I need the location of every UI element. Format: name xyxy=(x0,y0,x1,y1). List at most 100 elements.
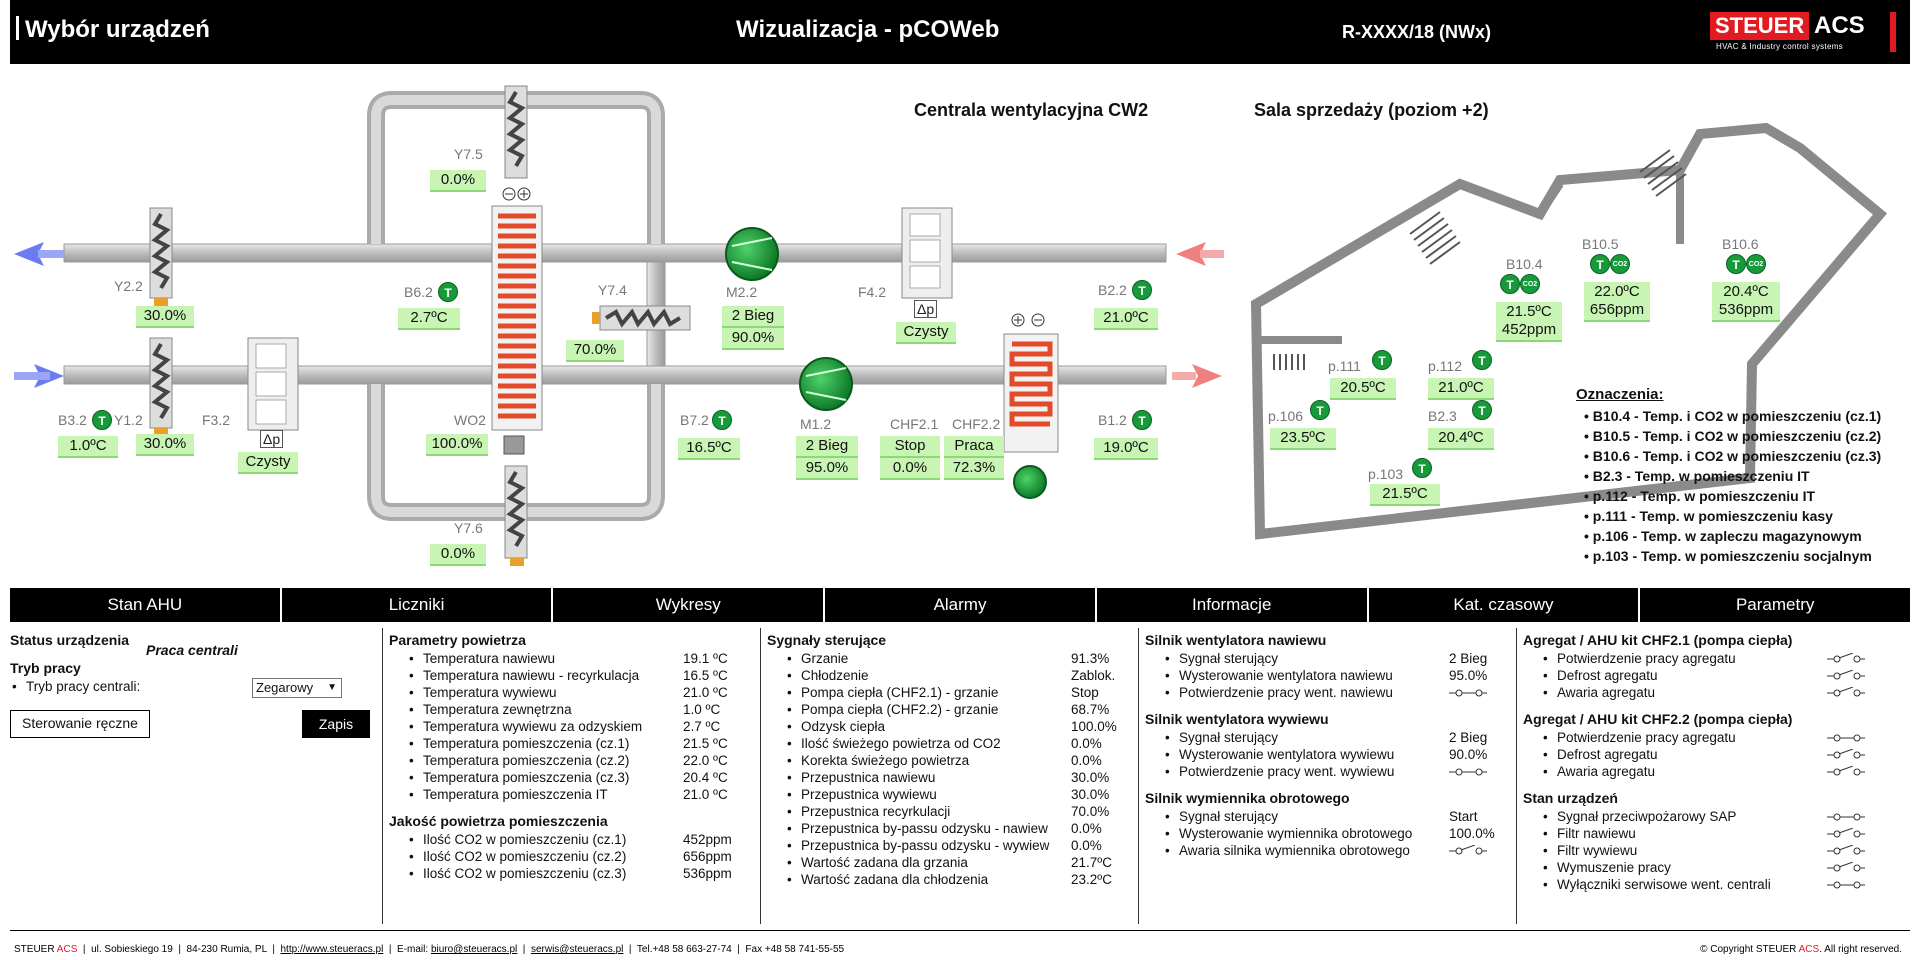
copyright-text: © Copyright STEUER xyxy=(1700,944,1797,955)
list-item-label: Potwierdzenie pracy agregatu xyxy=(1557,730,1736,745)
footer-service-link[interactable]: serwis@steueracs.pl xyxy=(530,944,624,955)
chf21-title: Agregat / AHU kit CHF2.1 (pompa ciepła) xyxy=(1523,632,1793,648)
footer-tel: Tel.+48 58 663-27-74 xyxy=(636,944,732,955)
list-item: Defrost agregatu xyxy=(1517,667,1910,684)
room-title: Sala sprzedaży (poziom +2) xyxy=(1254,100,1489,120)
tab-informacje[interactable]: Informacje xyxy=(1097,588,1369,622)
y12-value: 30.0% xyxy=(136,434,194,456)
b104-label: B10.4 xyxy=(1506,256,1543,272)
list-item-value: 0.0% xyxy=(1071,838,1102,853)
list-item-value: 452ppm xyxy=(683,832,732,847)
legend-title: Oznaczenia: xyxy=(1576,386,1664,403)
save-button[interactable]: Zapis xyxy=(302,710,370,738)
list-item-label: Wysterowanie wymiennika obrotowego xyxy=(1179,826,1413,841)
list-item-value: 2.7 ºC xyxy=(683,719,721,734)
tab-kat-czasowy[interactable]: Kat. czasowy xyxy=(1369,588,1641,622)
list-item: Potwierdzenie pracy went. wywiewu xyxy=(1139,763,1516,780)
b62-temp-sensor: T xyxy=(438,282,458,302)
p112-temp: 21.0ºC xyxy=(1428,378,1494,400)
f32-value: Czysty xyxy=(238,452,298,474)
list-item-value: 656ppm xyxy=(683,849,732,864)
legend-item: B2.3 - Temp. w pomieszczeniu IT xyxy=(1584,466,1881,486)
mode-row: Tryb pracy centrali: xyxy=(0,678,286,695)
p106-label: p.106 xyxy=(1268,408,1304,424)
list-item-label: Wartość zadana dla grzania xyxy=(801,855,968,870)
list-item: Ilość świeżego powietrza od CO2 0.0% xyxy=(761,735,1138,752)
tab-alarmy[interactable]: Alarmy xyxy=(825,588,1097,622)
exhaust-motor-title: Silnik wentylatora wywiewu xyxy=(1145,711,1329,727)
b72-temp-sensor: T xyxy=(712,410,732,430)
list-item: Temperatura pomieszczenia (cz.3)20.4 ºC xyxy=(383,769,760,786)
chf22-title: Agregat / AHU kit CHF2.2 (pompa ciepła) xyxy=(1523,711,1793,727)
list-item-value: 23.2ºC xyxy=(1071,872,1112,887)
chevron-down-icon: ▼ xyxy=(327,682,337,693)
footer-email-link[interactable]: biuro@steueracs.pl xyxy=(430,944,518,955)
list-item: Filtr wywiewu xyxy=(1517,842,1910,859)
legend-list: B10.4 - Temp. i CO2 w pomieszczeniu (cz.… xyxy=(1584,406,1881,566)
ahu-diagram: Centrala wentylacyjna CW2 Sala sprzedaży… xyxy=(0,64,1920,584)
list-item-label: Ilość świeżego powietrza od CO2 xyxy=(801,736,1001,751)
switch-tilted-icon xyxy=(1827,670,1865,682)
list-item-label: Przepustnica by-passu odzysku - nawiew xyxy=(801,821,1048,836)
switch-open-icon xyxy=(1827,879,1865,891)
m12-value: 95.0% xyxy=(796,458,858,480)
f42-value: Czysty xyxy=(896,322,956,344)
list-item-label: Ilość CO2 w pomieszczeniu (cz.2) xyxy=(423,849,627,864)
tab-parametry[interactable]: Parametry xyxy=(1735,595,1815,614)
switch-open-icon xyxy=(1449,766,1487,778)
list-item: Wysterowanie wymiennika obrotowego 100.0% xyxy=(1139,825,1516,842)
list-item-value: 0.0% xyxy=(1071,753,1102,768)
b104-temp: 21.5ºC xyxy=(1496,302,1562,324)
footer-www-link[interactable]: http://www.steueracs.pl xyxy=(280,944,384,955)
list-item: Potwierdzenie pracy agregatu xyxy=(1517,729,1910,746)
logo-tagline: HVAC & Industry control systems xyxy=(1716,42,1843,51)
b104-temp-sensor: T xyxy=(1500,274,1520,294)
logo-steuer-text: STEUER xyxy=(1710,12,1810,40)
list-item-value: 91.3% xyxy=(1071,651,1110,666)
exchanger-coils xyxy=(498,213,536,419)
air-quality-list: Ilość CO2 w pomieszczeniu (cz.1)452ppmIl… xyxy=(383,831,760,882)
list-item-label: Sygnał sterujący xyxy=(1179,651,1279,666)
manual-control-button[interactable]: Sterowanie ręczne xyxy=(10,710,150,738)
tab-stan-ahu[interactable]: Stan AHU xyxy=(10,588,282,622)
list-item-label: Temperatura pomieszczenia (cz.3) xyxy=(423,770,630,785)
m22-label: M2.2 xyxy=(726,284,758,300)
footer-email-label: E-mail: xyxy=(397,944,429,955)
list-item: Potwierdzenie pracy went. nawiewu xyxy=(1139,684,1516,701)
legend-item: B10.5 - Temp. i CO2 w pomieszczeniu (cz.… xyxy=(1584,426,1881,446)
wo2-label: WO2 xyxy=(454,412,486,428)
tab-liczniki[interactable]: Liczniki xyxy=(282,588,554,622)
list-item-label: Wyłączniki serwisowe went. centrali xyxy=(1557,877,1771,892)
legend-item: p.112 - Temp. w pomieszczeniu IT xyxy=(1584,486,1881,506)
list-item-label: Potwierdzenie pracy agregatu xyxy=(1557,651,1736,666)
list-item-value: 100.0% xyxy=(1449,826,1495,841)
list-item-value: Zablok. xyxy=(1071,668,1116,683)
header-bar: Wybór urządzeń Wizualizacja - pCOWeb R-X… xyxy=(10,0,1910,64)
b106-co2-sensor: CO2 xyxy=(1746,254,1766,274)
supply-duct xyxy=(63,365,1167,385)
air-quality-title: Jakość powietrza pomieszczenia xyxy=(389,813,608,829)
switch-tilted-icon xyxy=(1827,766,1865,778)
legend-item: p.111 - Temp. w pomieszczeniu kasy xyxy=(1584,506,1881,526)
device-select-link[interactable]: Wybór urządzeń xyxy=(16,16,210,44)
switch-open-icon xyxy=(1827,732,1865,744)
wheel-motor-title: Silnik wymiennika obrotowego xyxy=(1145,790,1350,806)
page-title: Wizualizacja - pCOWeb xyxy=(736,16,1000,43)
m12-speed: 2 Bieg xyxy=(796,436,858,458)
list-item: Temperatura pomieszczenia (cz.2)22.0 ºC xyxy=(383,752,760,769)
list-item-label: Temperatura wywiewu xyxy=(423,685,557,700)
y75-value: 0.0% xyxy=(430,170,486,192)
m22-value: 90.0% xyxy=(722,328,784,350)
tab-wykresy[interactable]: Wykresy xyxy=(553,588,826,622)
list-item-label: Awaria agregatu xyxy=(1557,764,1656,779)
list-item-label: Awaria silnika wymiennika obrotowego xyxy=(1179,843,1410,858)
device-status-panel: Status urządzenia Praca centrali Tryb pr… xyxy=(10,628,382,924)
mode-item-label: Tryb pracy centrali: xyxy=(26,679,141,694)
list-item-label: Wysterowanie wentylatora nawiewu xyxy=(1179,668,1393,683)
list-item-value: 0.0% xyxy=(1071,736,1102,751)
mode-select[interactable]: Zegarowy ▼ xyxy=(252,678,342,698)
